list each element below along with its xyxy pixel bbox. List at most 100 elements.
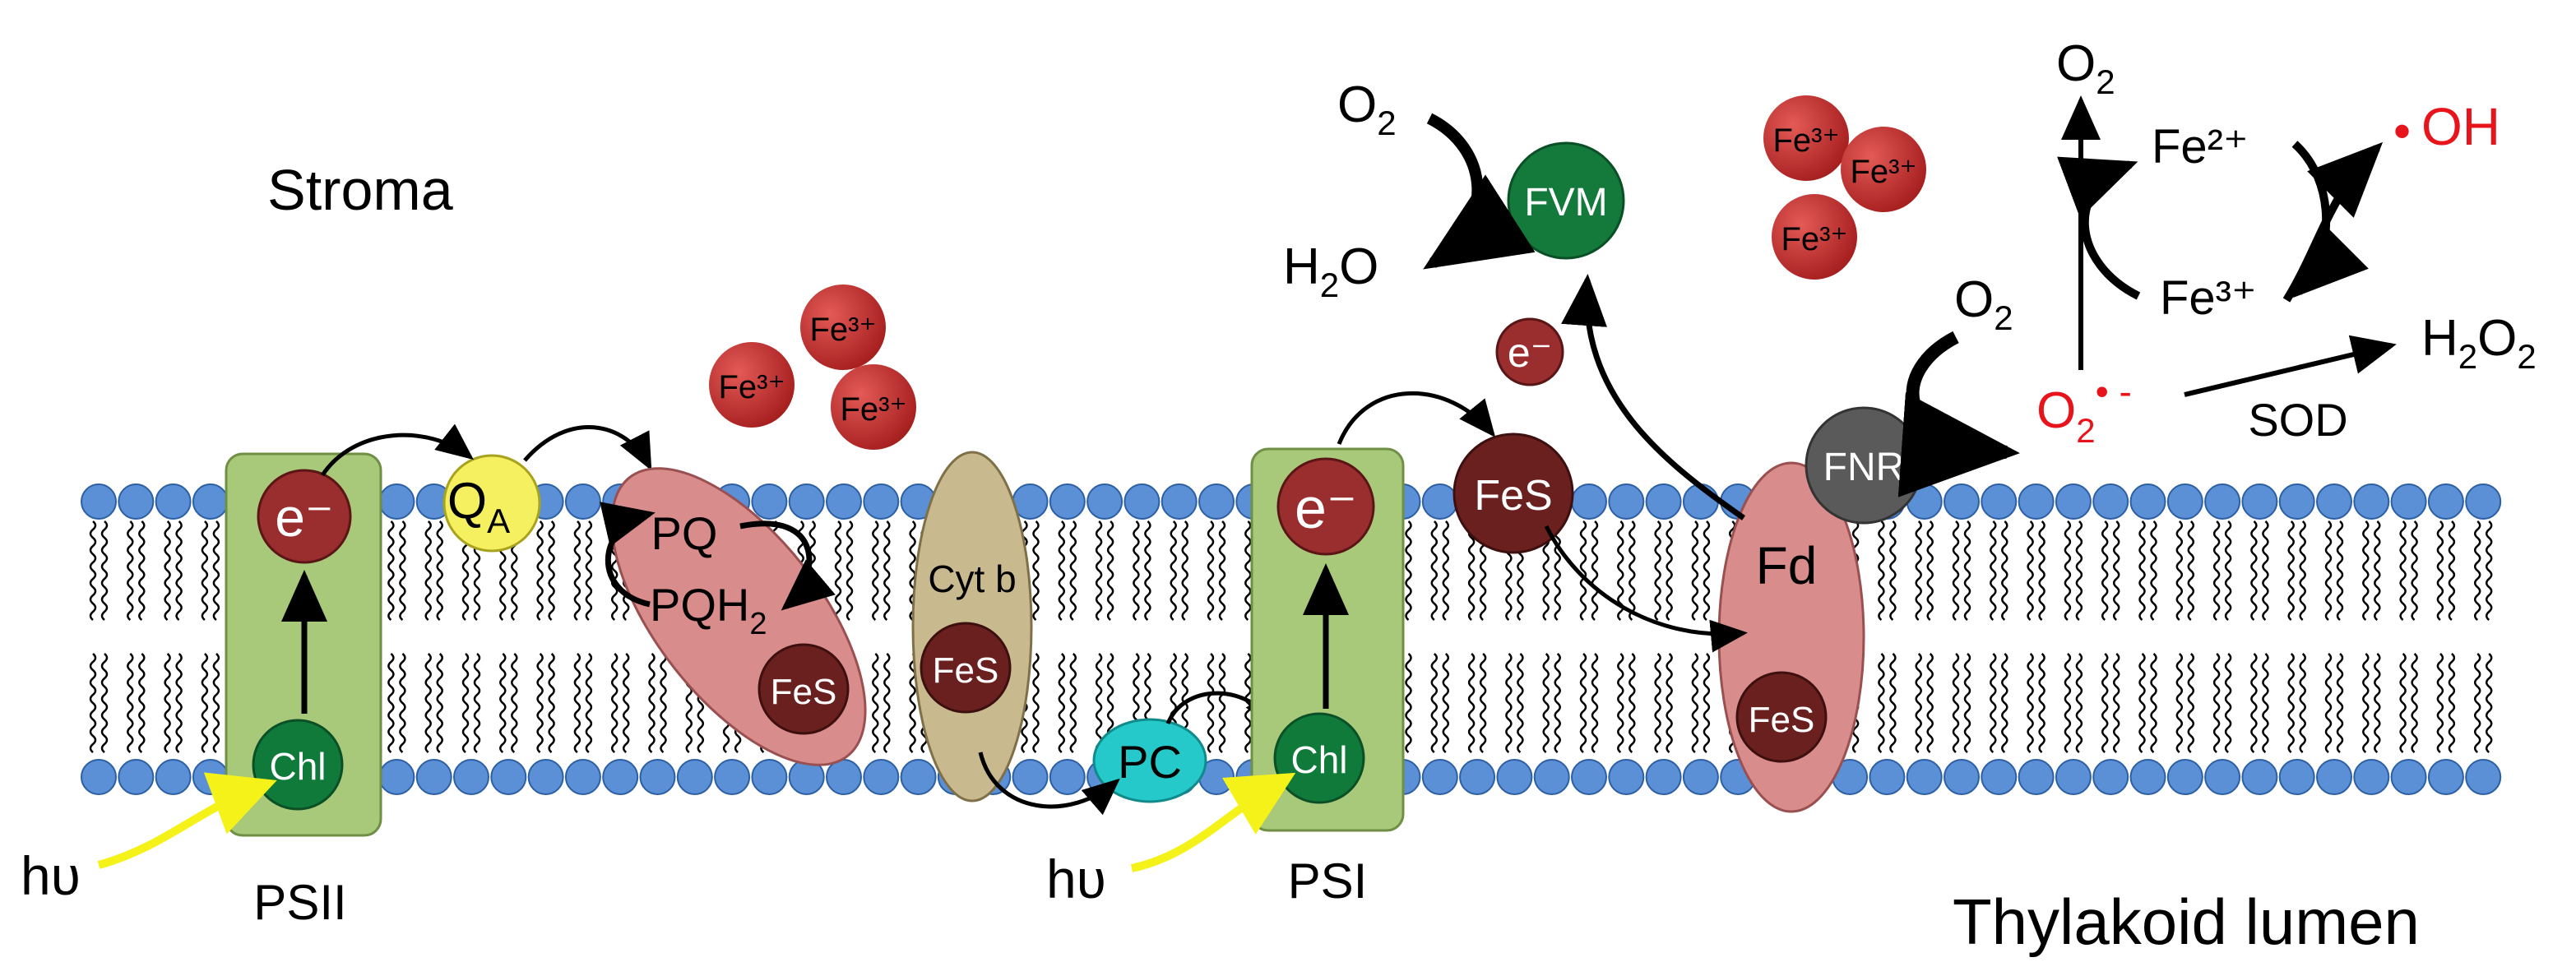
- lipid-tail: [548, 653, 555, 753]
- lipid-tail: [2399, 653, 2407, 753]
- lipid-tail: [2224, 520, 2232, 621]
- o2-label-right: O2: [2056, 35, 2115, 101]
- psi-light-label: hυ: [1046, 849, 1106, 909]
- arrow-cytb-to-pc: [978, 752, 1120, 816]
- lipid-head: [1049, 759, 1086, 795]
- lipid-head: [2316, 483, 2352, 520]
- lipid-tail: [1554, 520, 1561, 621]
- lipid-tail: [1405, 520, 1412, 621]
- lipid-tail: [1505, 653, 1513, 753]
- lipid-tail: [648, 653, 656, 753]
- psi-chl-label: Chl: [1290, 738, 1347, 781]
- lipid-tail: [1170, 520, 1177, 621]
- fvm-label: FVM: [1524, 181, 1607, 224]
- lipid-tail: [573, 520, 581, 621]
- o2-label-fnr: O2: [1954, 271, 2013, 337]
- lipid-tail: [2324, 520, 2333, 621]
- pqh2-label: PQH2: [650, 579, 767, 641]
- lipid-tail: [387, 653, 395, 753]
- lipid-tail: [2399, 520, 2407, 621]
- lipid-tail: [424, 520, 432, 621]
- lipid-head: [1682, 759, 1719, 795]
- lipid-head: [1608, 759, 1645, 795]
- cyt-b-fes: [920, 622, 1012, 714]
- lipid-tail: [1479, 653, 1487, 753]
- lipid-tail: [2101, 653, 2109, 753]
- lipid-head: [2018, 759, 2055, 795]
- lipid-head: [2427, 483, 2464, 520]
- lipid-tail: [1579, 653, 1587, 753]
- lipid-head: [1906, 759, 1943, 795]
- psi-light-arrow: [1130, 772, 1296, 872]
- lipid-tail: [1617, 653, 1624, 753]
- lipid-head: [2278, 483, 2315, 520]
- lipid-tail: [212, 653, 220, 753]
- lipid-head: [863, 759, 900, 795]
- lipid-tail: [1666, 520, 1673, 621]
- lipid-head: [1869, 759, 1906, 795]
- lipid-tail: [1467, 520, 1476, 621]
- lipid-tail: [1952, 653, 1960, 753]
- lipid-tail: [2448, 520, 2456, 621]
- psii-complex: e⁻ Chl PSII: [225, 452, 382, 930]
- fd-fes: [1735, 671, 1828, 763]
- lipid-tail: [1691, 653, 1699, 753]
- qa-label: QA: [447, 473, 510, 540]
- lipid-tail: [2212, 520, 2221, 621]
- lipid-head: [2353, 759, 2390, 795]
- fe3-label: Fe³⁺: [840, 391, 906, 428]
- arrow-o2-to-h2o: [1423, 113, 1536, 270]
- fd-label: Fd: [1756, 536, 1818, 595]
- lipid-tail: [2362, 520, 2370, 621]
- lipid-tail: [1990, 653, 1997, 753]
- psii-electron-label: e⁻: [275, 487, 334, 548]
- lipid-tail: [2299, 520, 2306, 621]
- lipid-head: [676, 759, 713, 795]
- lipid-head: [118, 759, 155, 795]
- lipid-tail: [2150, 653, 2157, 753]
- lipid-head: [714, 759, 751, 795]
- lipid-tail: [2287, 520, 2295, 621]
- lipid-tail: [1629, 653, 1636, 753]
- pq-complex: PQ PQH2 FeS: [600, 467, 867, 766]
- lipid-head: [118, 483, 155, 520]
- lipid-tail: [883, 653, 891, 753]
- lipid-tail: [1032, 520, 1040, 621]
- lipid-tail: [1430, 653, 1439, 753]
- lipid-head: [2055, 483, 2092, 520]
- lipid-tail: [138, 520, 146, 621]
- lipid-head: [1421, 483, 1458, 520]
- iron-cluster-2: Fe³⁺ Fe³⁺ Fe³⁺: [1763, 95, 1926, 280]
- lipid-tail: [2027, 653, 2034, 753]
- lipid-tail: [1069, 520, 1077, 621]
- lipid-tail: [1517, 653, 1524, 753]
- lipid-tail: [2287, 653, 2295, 753]
- lipid-tail: [2175, 520, 2184, 621]
- lipid-tail: [2038, 520, 2046, 621]
- lipid-tail: [1442, 520, 1450, 621]
- lipid-head: [378, 759, 415, 795]
- lipid-tail: [585, 520, 593, 621]
- lipid-tail: [1467, 653, 1476, 753]
- cyt-b-fes-label: FeS: [933, 650, 999, 691]
- lipid-head: [2278, 759, 2315, 795]
- lipid-tail: [1703, 520, 1711, 621]
- lipid-head: [1645, 483, 1682, 520]
- lipid-tail: [138, 653, 146, 753]
- lipid-head: [415, 759, 452, 795]
- arrow-fd-to-fvm: [1561, 274, 1746, 520]
- lipid-tail: [883, 520, 891, 621]
- fe3-label: Fe³⁺: [1781, 221, 1847, 257]
- lipid-tail: [1405, 653, 1412, 753]
- lipid-head: [1086, 483, 1124, 520]
- lipid-head: [2241, 483, 2278, 520]
- lipid-tail: [164, 653, 171, 753]
- fnr-label: FNR: [1823, 446, 1905, 489]
- fenton-spacer: [2336, 247, 2369, 304]
- lipid-head: [1981, 483, 2018, 520]
- lipid-tail: [1207, 653, 1215, 753]
- cyt-b-complex: Cyt b FeS: [911, 451, 1033, 803]
- lipid-head: [2390, 759, 2427, 795]
- lipid-tail: [2001, 653, 2008, 753]
- lipid-tail: [1106, 520, 1114, 621]
